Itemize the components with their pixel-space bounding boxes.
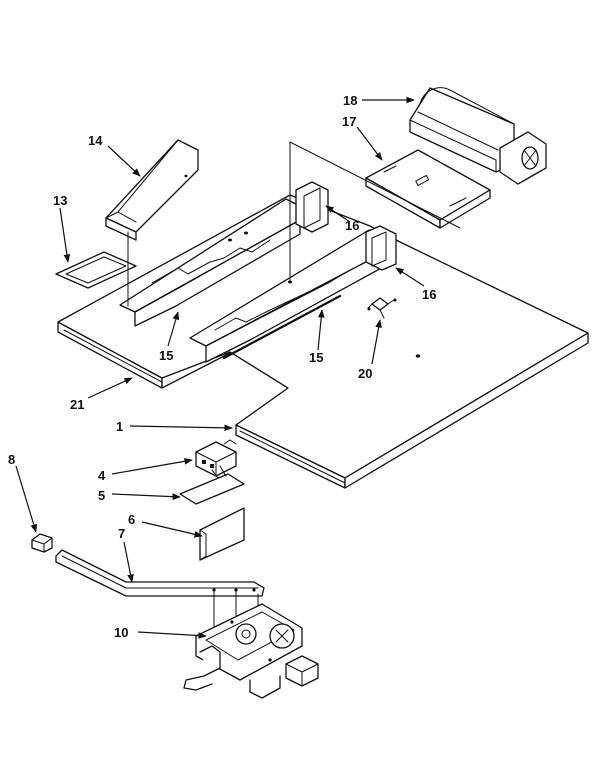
leader-lines [15, 96, 425, 639]
callout-15-right: 15 [309, 350, 323, 365]
bracket-16-left [295, 181, 329, 233]
callout-5: 5 [98, 488, 105, 503]
callout-10: 10 [114, 625, 128, 640]
callout-16-lower: 16 [422, 287, 436, 302]
knob-8 [31, 533, 53, 553]
callout-15-left: 15 [159, 348, 173, 363]
callout-18: 18 [343, 93, 357, 108]
plate-13 [55, 251, 137, 289]
bracket-6 [199, 507, 245, 561]
callout-16-upper: 16 [345, 218, 359, 233]
duct-14 [105, 139, 199, 241]
callout-1: 1 [116, 419, 123, 434]
switch-4 [195, 439, 237, 477]
mounting-plate-17 [365, 149, 491, 229]
callout-14: 14 [88, 133, 103, 148]
callout-7: 7 [118, 526, 125, 541]
reference-lines [127, 141, 461, 389]
left-channel [119, 198, 301, 327]
callout-labels: 18 17 14 13 16 16 15 15 20 21 1 4 5 6 7 … [8, 93, 436, 640]
clip-20 [367, 297, 397, 319]
blower-motor-18 [409, 87, 547, 185]
callout-17: 17 [342, 114, 356, 129]
bottom-panel [57, 194, 589, 489]
callout-21: 21 [70, 397, 84, 412]
callout-20: 20 [358, 366, 372, 381]
insulator-5 [179, 465, 245, 505]
right-channel [189, 229, 386, 363]
callout-8: 8 [8, 452, 15, 467]
bracket-16-right [365, 225, 397, 271]
callout-13: 13 [53, 193, 67, 208]
latch-assembly-10 [183, 603, 319, 699]
callout-6: 6 [128, 512, 135, 527]
callout-4: 4 [98, 468, 106, 483]
